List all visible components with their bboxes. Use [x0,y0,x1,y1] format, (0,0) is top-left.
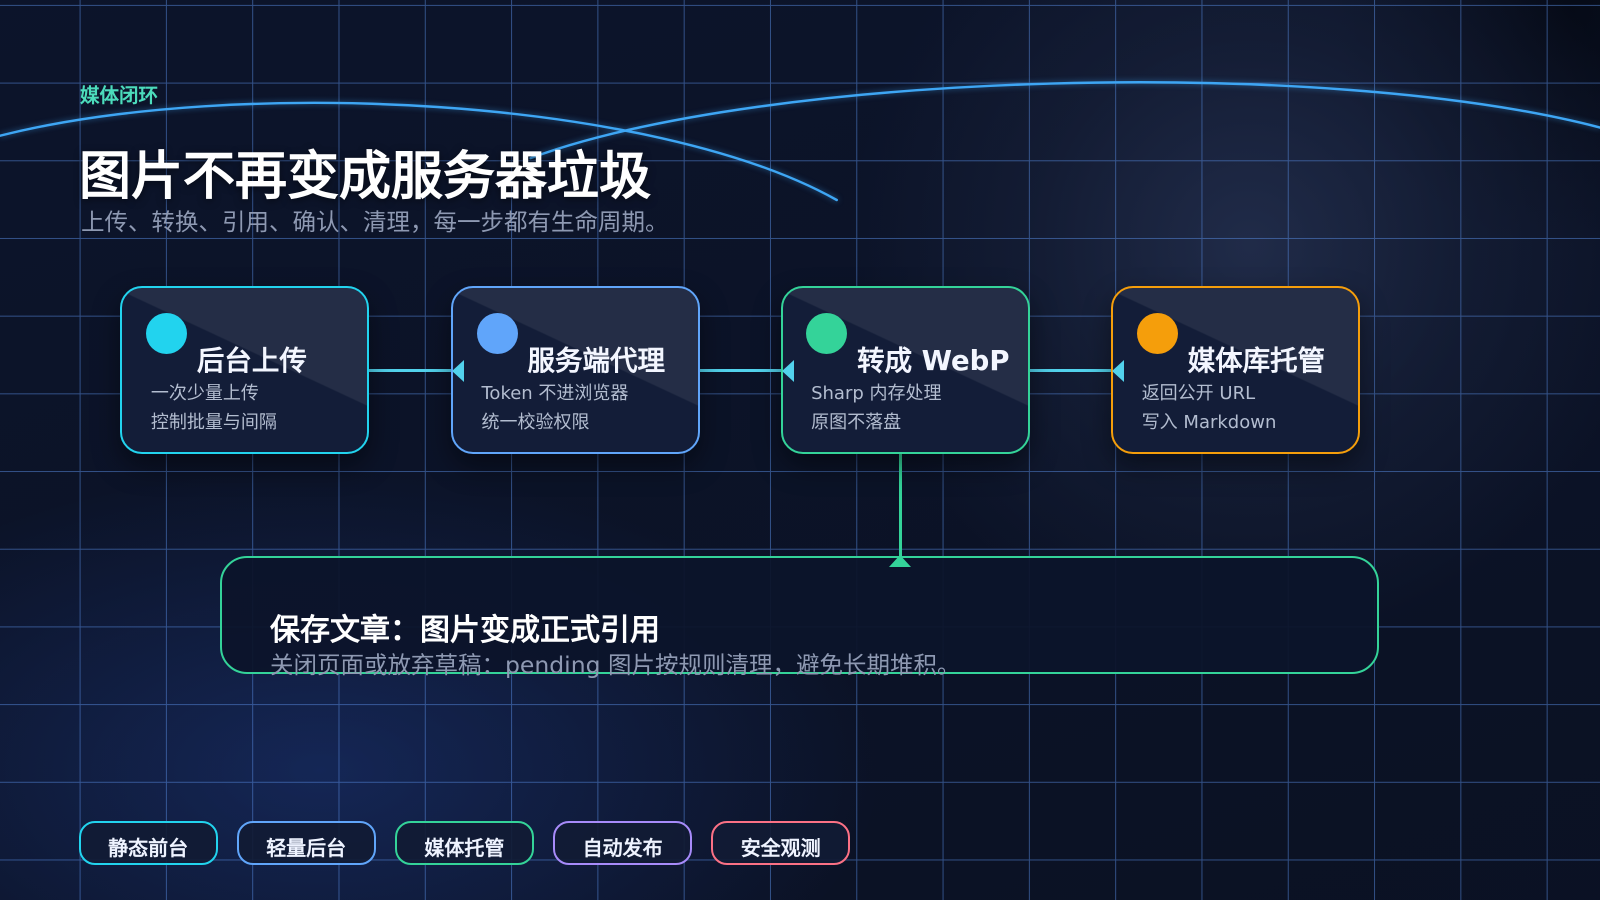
connector-line [369,369,451,372]
tag-pill: 媒体托管 [394,821,534,865]
step-title: 后台上传 [196,345,307,377]
step-detail: 统一校验权限 [481,412,590,433]
arrowhead-left-icon [1112,359,1124,382]
step-title: 转成 WebP [857,345,1010,377]
step-title: 服务端代理 [527,345,666,377]
tag-pill: 自动发布 [553,821,693,865]
connector-vertical-line [898,454,902,556]
tag-pill: 安全观测 [711,821,851,865]
arrowhead-up-icon [889,555,911,567]
arrowhead-left-icon [452,359,464,382]
circle-icon [1136,312,1178,354]
tag-pill: 静态前台 [78,821,218,865]
section-eyebrow: 媒体闭环 [80,84,159,107]
arc-left [0,101,838,202]
step-detail: Sharp 内存处理 [811,383,942,404]
step-detail: 一次少量上传 [150,383,259,404]
flow-step-card: 媒体库托管 返回公开 URL 写入 Markdown [1111,286,1361,454]
arrowhead-left-icon [782,359,794,382]
connector-line [1030,369,1111,372]
slide-subtitle: 上传、转换、引用、确认、清理，每一步都有生命周期。 [81,208,669,236]
tag-pill: 轻量后台 [236,821,376,865]
step-title: 媒体库托管 [1187,345,1326,377]
outcome-title: 保存文章：图片变成正式引用 [270,613,660,648]
arc-right [529,81,1600,160]
connector-line [700,369,781,372]
slide-title: 图片不再变成服务器垃圾 [79,147,652,207]
flow-step-card: 后台上传 一次少量上传 控制批量与间隔 [120,286,370,454]
step-detail: 返回公开 URL [1141,383,1256,404]
flow-step-card: 服务端代理 Token 不进浏览器 统一校验权限 [451,286,700,454]
outcome-box: 保存文章：图片变成正式引用 关闭页面或放弃草稿：pending 图片按规则清理，… [220,556,1379,677]
outcome-note: 关闭页面或放弃草稿：pending 图片按规则清理，避免长期堆积。 [270,651,961,679]
step-detail: 写入 Markdown [1141,412,1277,433]
step-detail: 原图不落盘 [811,412,902,433]
circle-icon [476,312,518,354]
step-detail: 控制批量与间隔 [150,412,277,433]
step-detail: Token 不进浏览器 [481,383,629,404]
flow-step-card: 转成 WebP Sharp 内存处理 原图不落盘 [780,286,1030,454]
circle-icon [806,312,848,354]
circle-icon [145,312,187,354]
